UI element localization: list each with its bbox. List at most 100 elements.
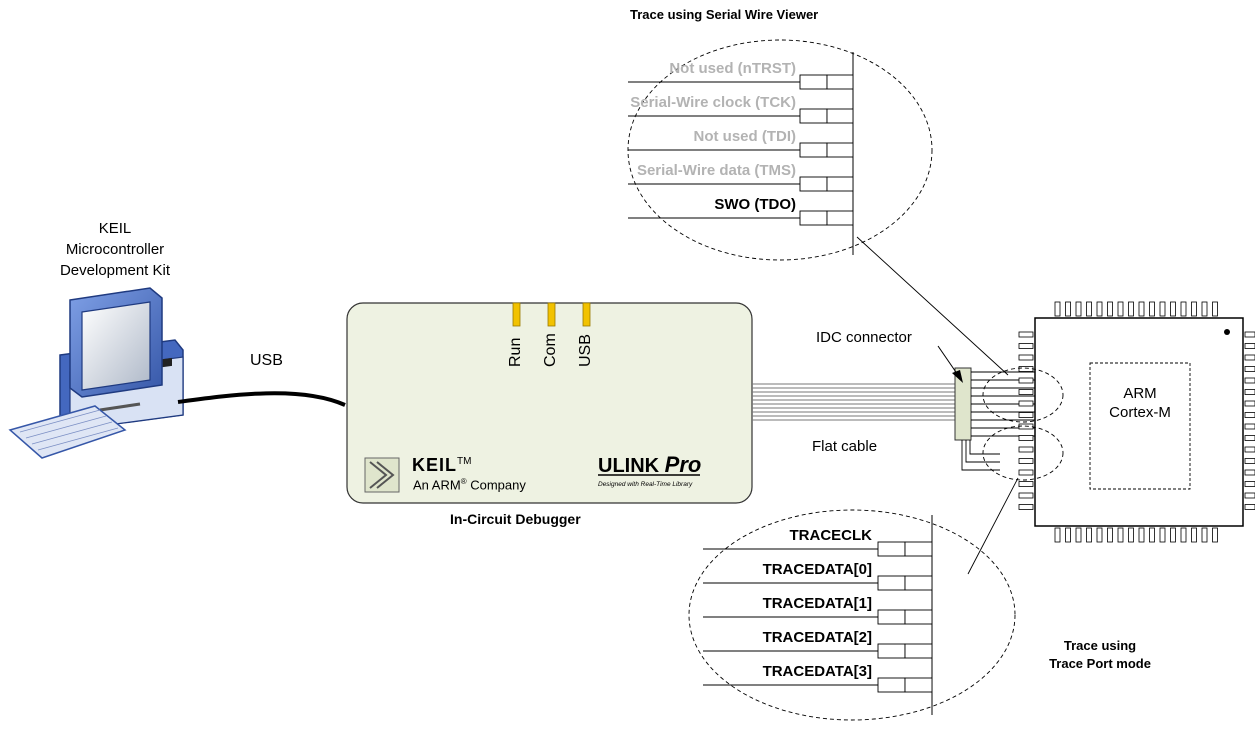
debugger-caption: In-Circuit Debugger [450,511,581,527]
chip-pin-left [1018,366,1034,372]
chip-pin-bottom [1138,527,1145,543]
chip-pin-bottom [1117,527,1124,543]
chip-pin-bottom [1065,527,1071,543]
chip-pin-left [1018,400,1034,407]
chip-pin-bottom [1054,527,1061,543]
swv-pin-socket [799,108,828,124]
chip-pin-top [1212,301,1218,317]
trace-pin-socket [904,643,933,659]
chip-pin-right [1244,458,1255,464]
chip-pin-left [1018,412,1034,418]
trace-pin-label: TRACECLK [789,527,873,544]
chip-pin-right [1244,469,1255,476]
chip-pin-right [1244,366,1255,372]
led-com [547,302,556,327]
led-run [512,302,521,327]
trace-pin-socket [904,609,933,625]
chip-pin-left [1018,377,1034,384]
chip-pin-bottom [1096,527,1103,543]
swv-pin-label: Serial-Wire clock (TCK) [630,94,796,111]
pc-label-line-1: KEIL [98,220,132,237]
chip-pin-right [1244,343,1255,349]
chip-pin-right [1244,389,1255,395]
swv-pin-label: Serial-Wire data (TMS) [636,162,796,179]
chip-label-line-2: Cortex-M [1109,404,1171,421]
chip-pin-bottom [1075,527,1082,543]
swv-pin-socket [826,108,854,124]
chip-pin-bottom [1201,527,1208,543]
trace-pin-label: TRACEDATA[2] [762,629,872,646]
flat-cable [752,383,955,421]
swv-pin-label: Not used (nTRST) [669,60,796,77]
chip-pin-top [1201,301,1208,317]
chip-pin-left [1018,481,1034,487]
chip-pin-right [1244,435,1255,441]
swv-pin-socket [799,142,828,158]
chip-pin-bottom [1212,527,1218,543]
chip-pin-left [1018,458,1034,464]
swv-title: Trace using Serial Wire Viewer [630,7,819,22]
trace-pin-socket [904,541,933,557]
chip-pin-bottom [1128,527,1134,543]
trace-pin-socket [877,643,906,659]
trace-port-pins [703,541,933,693]
chip-pin-top [1054,301,1061,317]
swv-pin-socket [826,74,854,90]
chip-pin-top [1086,301,1092,317]
chip-pin-right [1244,492,1255,499]
led-usb [582,302,591,327]
keil-brand: KEILTM [412,455,471,476]
swv-pin-label: SWO (TDO) [714,196,796,213]
pc-label-line-3: Development Kit [59,262,171,279]
keil-brand-tm: TM [457,456,472,467]
swv-pins [628,74,854,226]
chip-label: ARM Cortex-M [1090,384,1190,422]
trace-pin-label: TRACEDATA[0] [762,561,872,578]
swv-pin-socket [799,210,828,226]
trace-pin-socket [877,677,906,693]
trace-port-title-line-1: Trace using [1063,638,1137,653]
idc-connector [954,367,972,441]
chip-pin-top [1128,301,1134,317]
chip-pin-right [1244,354,1255,361]
chip-pin-bottom [1180,527,1187,543]
company-pre: An ARM [413,477,461,493]
keil-logo-icon [364,457,400,493]
chip-pin-right [1244,423,1255,430]
chip-pin-top [1107,301,1113,317]
swv-pin-socket [826,176,854,192]
company-reg: ® [460,477,467,486]
trace-pin-socket [904,677,933,693]
chip-pin-top [1180,301,1187,317]
chip-pin-bottom [1107,527,1113,543]
trace-pin-socket [877,609,906,625]
product-ulink: ULINK [598,455,660,477]
pc-label-line-2: Microcontroller [65,241,165,258]
chip-pin-top [1065,301,1071,317]
chip-pin-bottom [1086,527,1092,543]
product-pro: Pro [664,452,702,477]
company-line: An ARM® Company [413,477,526,492]
trace-pin-label: TRACEDATA[1] [762,595,872,612]
idc-connector-label: IDC connector [816,329,912,346]
chip-pin-right [1244,446,1255,453]
chip-pins [1018,301,1255,543]
usb-cable [177,391,346,407]
trace-pin-label: TRACEDATA[3] [762,663,872,680]
chip-pin-right [1244,481,1255,487]
chip-pin-bottom [1191,527,1197,543]
chip-pin-left [1018,389,1034,395]
computer-icon [8,287,184,459]
pc-label: KEIL Microcontroller Development Kit [40,218,190,281]
chip-pin-bottom [1159,527,1166,543]
chip-pin-right [1244,377,1255,384]
chip-pin-right [1244,504,1255,510]
chip-pin-left [1018,343,1034,349]
trace-pin-socket [904,575,933,591]
company-post: Company [466,477,526,493]
trace-pin-socket [877,575,906,591]
chip-pin-top [1170,301,1176,317]
chip-pin-top [1075,301,1082,317]
